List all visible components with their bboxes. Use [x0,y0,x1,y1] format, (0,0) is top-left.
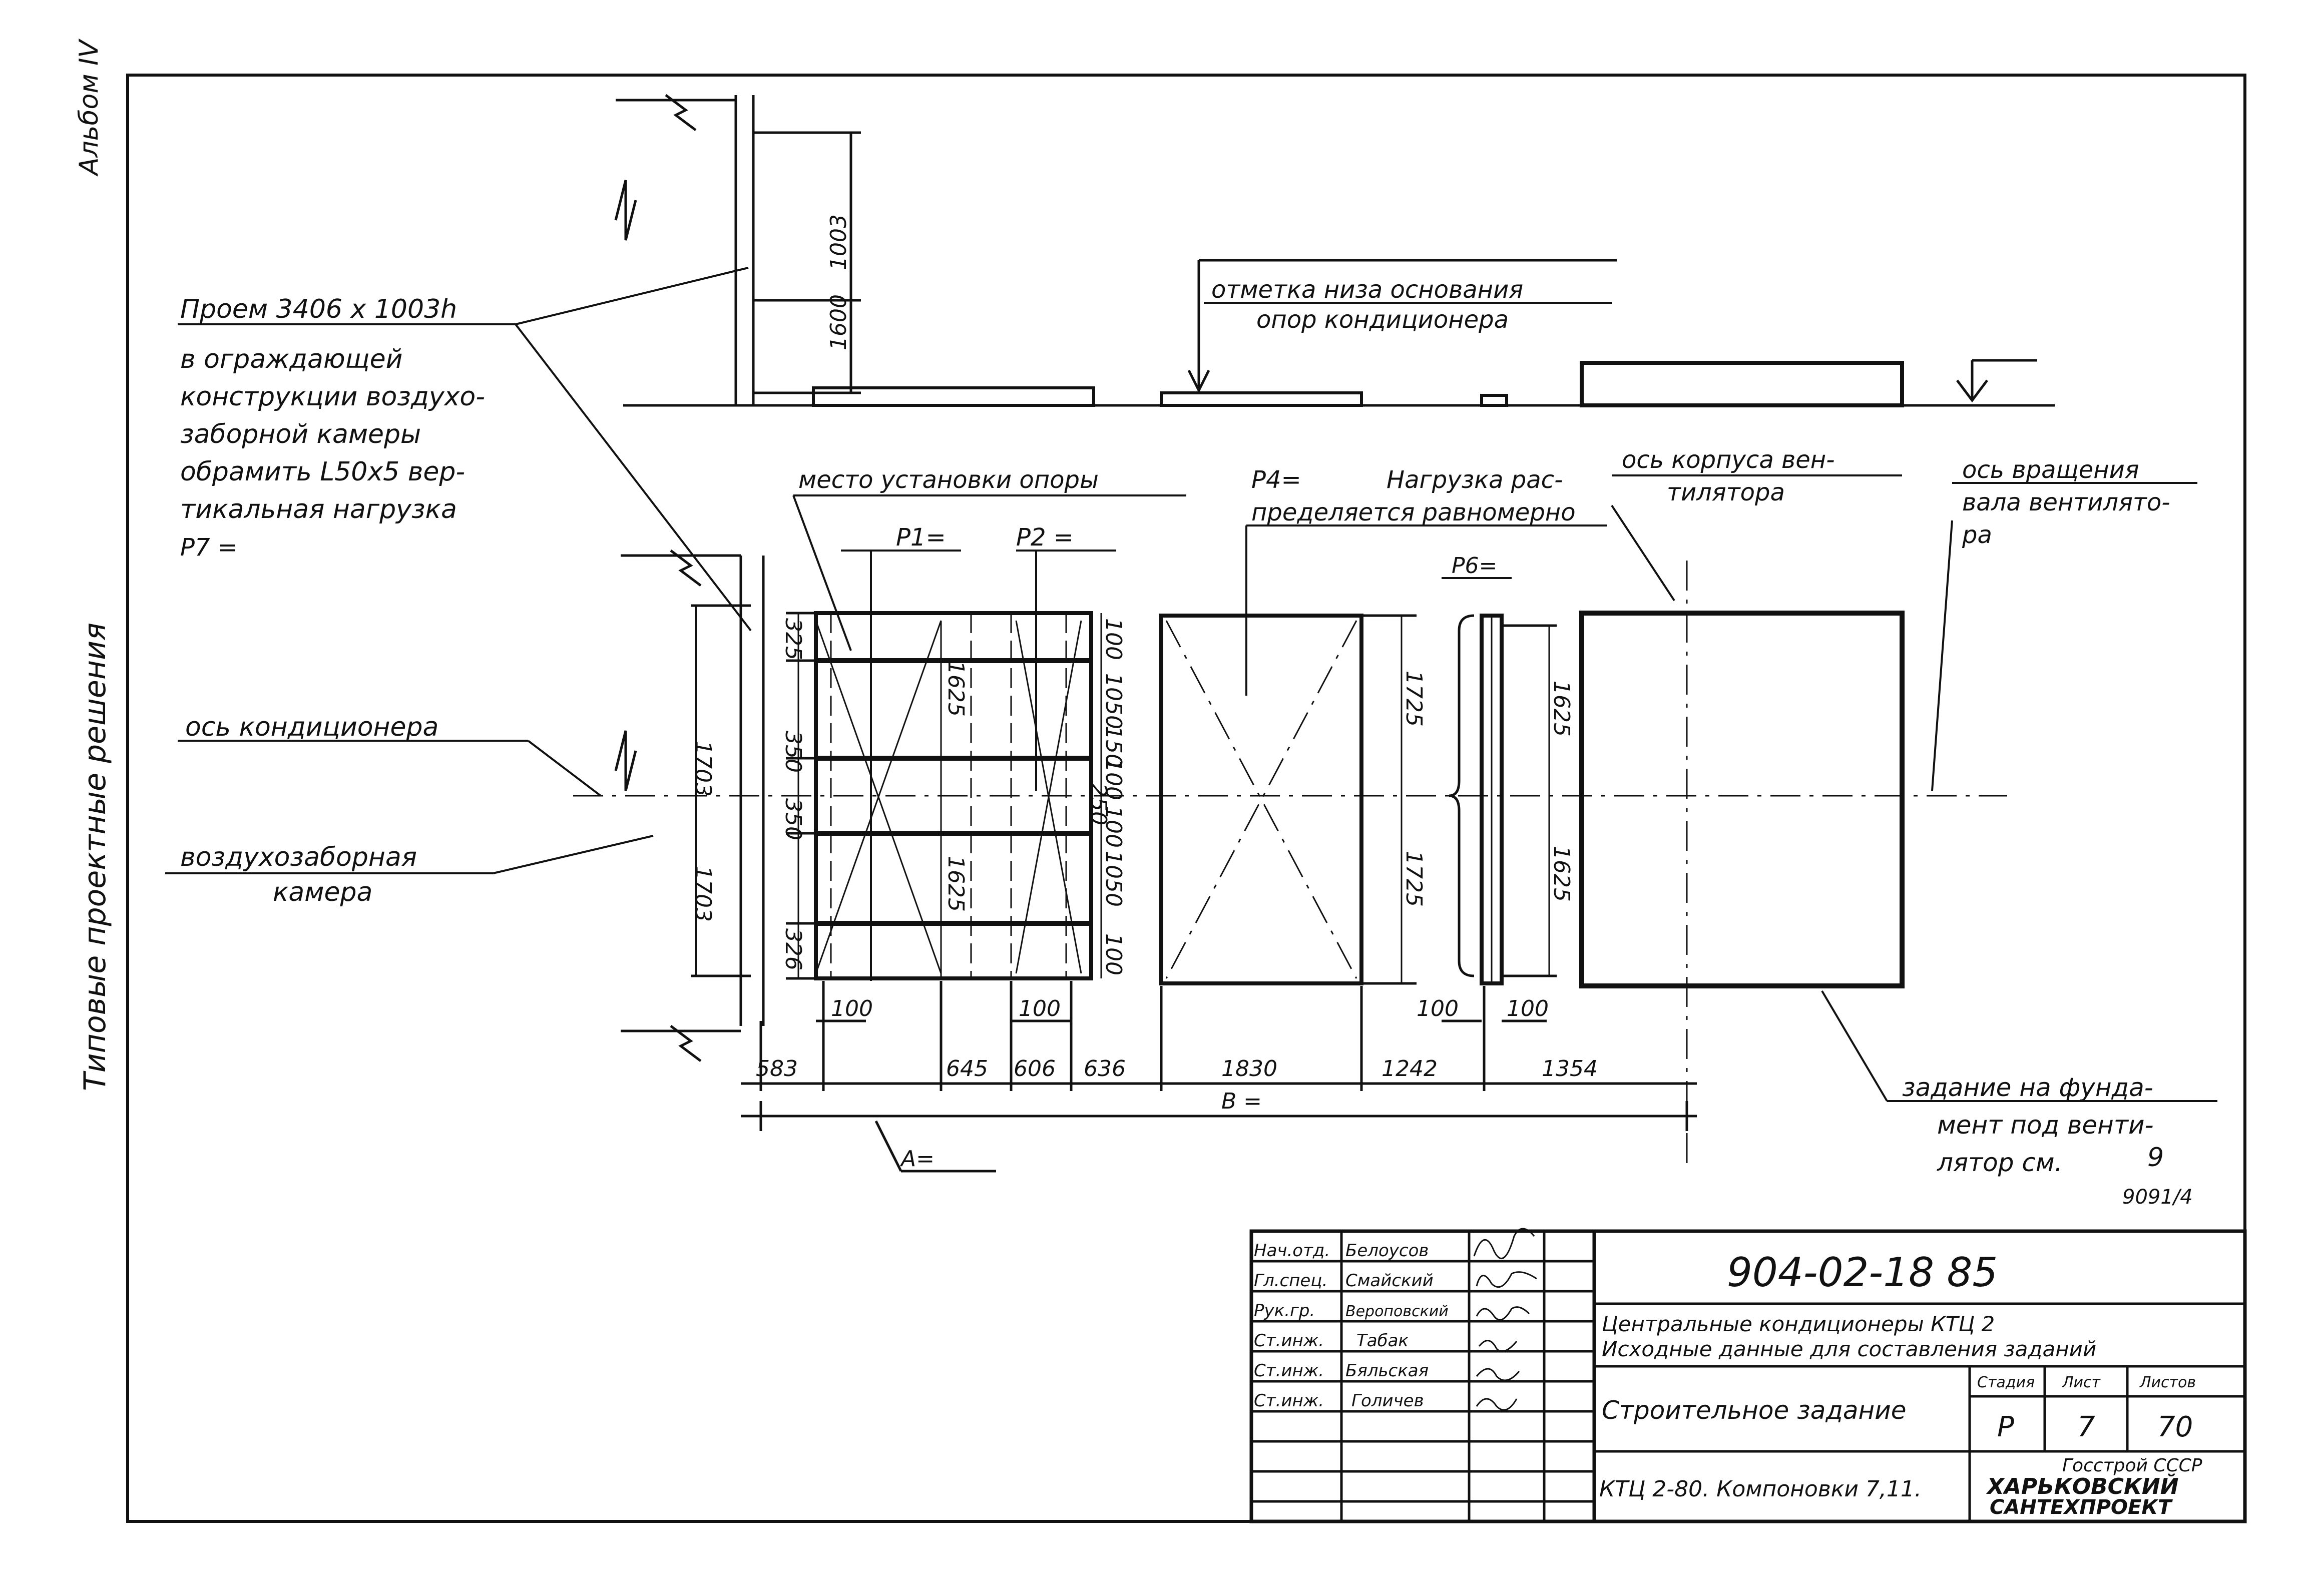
fan-body-axis-line2: тилятора [1667,478,1785,506]
sheet-value: 7 [2077,1411,2095,1443]
sig-role-3: Рук.гр. [1254,1301,1315,1321]
sig-role-6: Ст.инж. [1254,1391,1324,1411]
opening-line7: P7 = [180,534,238,562]
opening-line6: тикальная нагрузка [180,494,457,524]
dim-250: 250 [1086,783,1111,825]
dim-326: 326 [780,928,806,970]
doc-desc-line1: Центральные кондиционеры КТЦ 2 [1602,1312,1995,1336]
support-place-label: место установки опоры [798,466,1099,494]
dim-1625-b: 1625 [943,856,969,912]
title-block [1249,1229,2247,1523]
doc-number: 904-02-18 85 [1727,1249,1998,1296]
dim-h-1354: 1354 [1542,1056,1598,1082]
sig-name-4: Табак [1356,1331,1409,1351]
plan-view [573,550,2007,1173]
task-ref-bottom: 9091/4 [2122,1186,2193,1209]
dim-1003: 1003 [826,214,851,270]
axis-conditioner-label: ось кондиционера [185,712,438,742]
task-line3: лятор см. [1937,1148,2063,1177]
task-line2: мент под венти- [1937,1111,2154,1140]
dim-1725-a: 1725 [1401,671,1427,727]
p1-label: P1= [896,523,946,552]
opening-line4: заборной камеры [180,419,421,449]
sheet-title: Строительное задание [1602,1396,1907,1425]
dim-100-b: 100 [1101,758,1126,800]
a-label: A= [899,1146,935,1172]
dim-1625-a: 1625 [943,661,969,717]
sig-name-2: Смайский [1345,1271,1434,1291]
dim-1703-top: 1703 [690,741,716,797]
dim-1600: 1600 [826,294,851,350]
intake-line1: воздухозаборная [180,842,417,872]
fan-body-axis-line1: ось корпуса вен- [1622,446,1835,474]
opening-line1: Проем 3406 x 1003h [180,294,457,324]
dim-h-100-b: 100 [1019,996,1061,1021]
signature-marks [1473,1228,1537,1411]
task-line1: задание на фунда- [1902,1073,2153,1102]
sig-name-5: Бяльская [1345,1361,1429,1381]
dim-1050-a: 1050 [1101,673,1126,729]
opening-line5: обрамить L50x5 вер- [180,457,465,487]
sheet-header: Лист [2062,1374,2101,1391]
dim-h-100-c: 100 [1417,996,1459,1021]
task-ref-top: 9 [2147,1143,2164,1173]
dim-100-c: 100 [1101,806,1126,848]
side-view [614,94,2055,407]
dim-350b: 350 [780,798,806,840]
dim-h-100-a: 100 [831,996,873,1021]
load-line1: Нагрузка рас- [1387,466,1563,494]
rotation-axis-line1: ось вращения [1962,456,2139,484]
sig-role-4: Ст.инж. [1254,1331,1324,1351]
org-line2: ХАРЬКОВСКИЙ [1986,1473,2179,1499]
dim-1050-b: 1050 [1101,851,1126,907]
base-mark-line1: отметка низа основания [1211,276,1523,304]
sig-role-1: Нач.отд. [1254,1241,1330,1261]
load-line2: пределяется равномерно [1251,498,1576,526]
base-mark-line2: опор кондиционера [1256,306,1509,334]
leader-lines [165,267,2217,1102]
dim-1703-bot: 1703 [690,866,716,922]
sheets-value: 70 [2157,1411,2193,1443]
dim-350a: 350 [780,731,806,773]
opening-line3: конструкции воздухо- [180,382,485,412]
dim-325: 325 [780,618,806,660]
stage-value: Р [1997,1411,2014,1443]
layout-label: КТЦ 2-80. Компоновки 7,11. [1599,1476,1922,1502]
dim-h-606: 606 [1014,1056,1056,1082]
opening-line2: в ограждающей [180,344,402,374]
album-label: Альбом IV [74,39,104,177]
dim-1625-c: 1625 [1549,681,1574,737]
rotation-axis-line3: ра [1962,521,1992,549]
sig-name-6: Голичев [1351,1391,1424,1411]
dim-h-1242: 1242 [1381,1056,1438,1082]
dim-h-1830: 1830 [1221,1056,1277,1082]
dim-100-d: 100 [1101,933,1126,975]
p2-label: P2 = [1016,523,1074,552]
sheet-frame [126,74,2246,1523]
dim-h-636: 636 [1084,1056,1126,1082]
sig-role-2: Гл.спец. [1254,1271,1327,1291]
dim-1625-d: 1625 [1549,846,1574,902]
org-line3: САНТЕХПРОЕКТ [1990,1496,2173,1519]
b-label: B = [1221,1089,1262,1114]
sig-role-5: Ст.инж. [1254,1361,1324,1381]
rotation-axis-line2: вала вентилято- [1962,488,2170,516]
dim-h-645: 645 [946,1056,988,1082]
sheets-header: Листов [2139,1374,2196,1391]
dim-h-583: 583 [756,1056,798,1082]
dim-h-100-d: 100 [1507,996,1549,1021]
dim-1725-b: 1725 [1401,851,1427,907]
dim-100-a: 100 [1101,618,1126,660]
p6-label: P6= [1452,553,1497,579]
sig-name-1: Белоусов [1345,1241,1429,1261]
series-label: Типовые проектные решения [78,623,113,1091]
sig-name-3: Вероповский [1345,1303,1449,1320]
doc-desc-line2: Исходные данные для составления заданий [1602,1337,2096,1361]
org-line1: Госстрой СССР [2062,1455,2202,1476]
p4-label: P4= [1251,466,1301,494]
intake-line2: камера [273,877,372,907]
stage-header: Стадия [1977,1374,2035,1391]
dim-150-a: 150 [1101,726,1126,768]
